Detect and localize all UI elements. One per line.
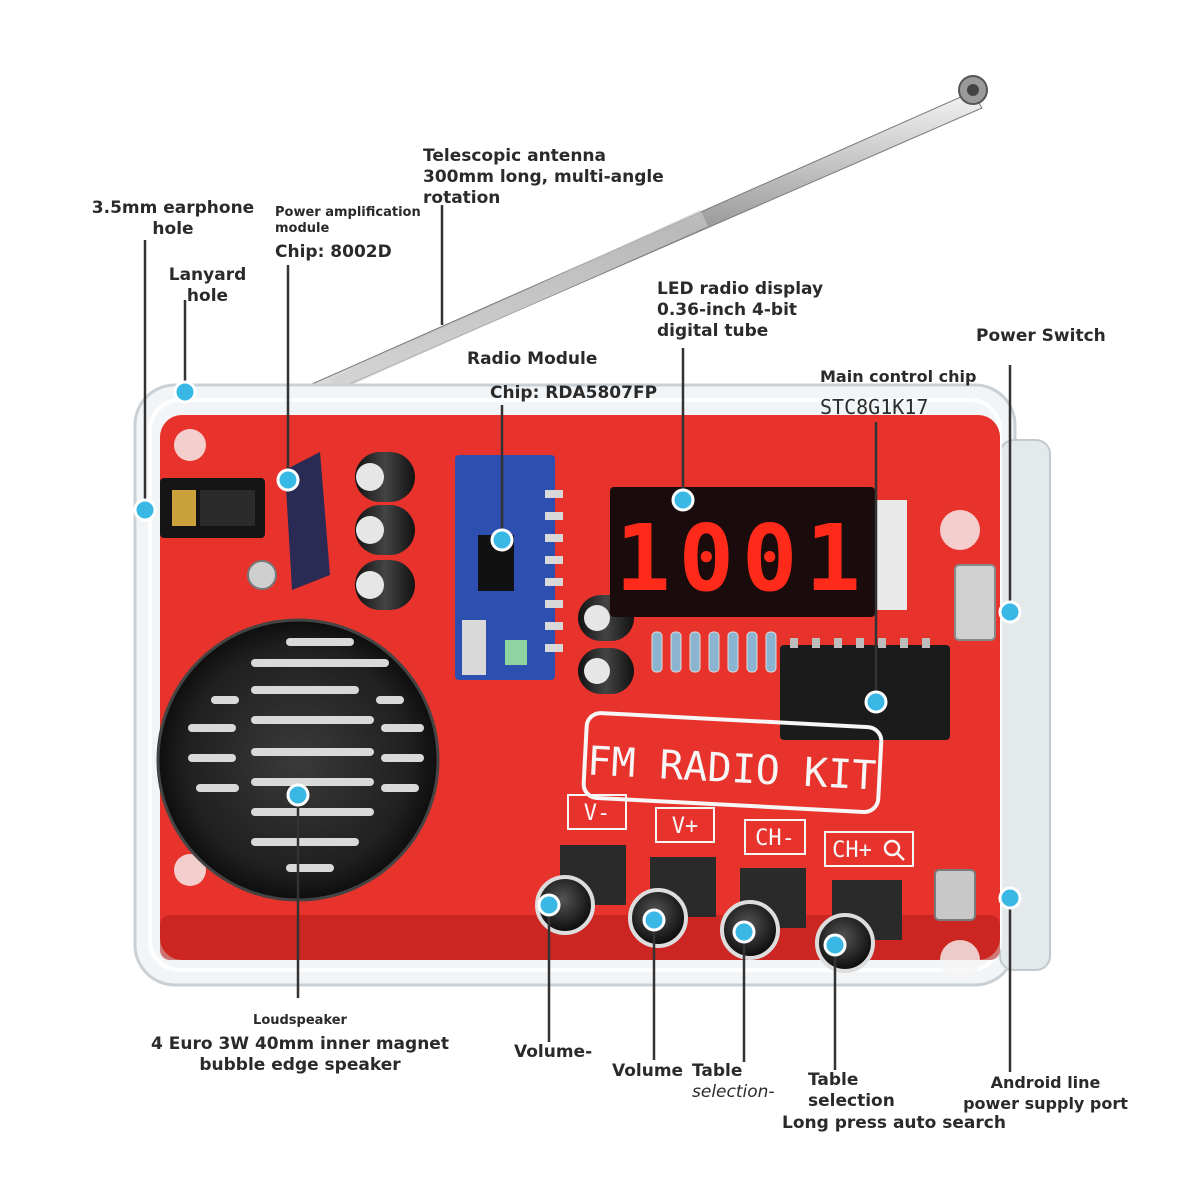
button-labels: V- V+ CH- CH+ [567, 794, 914, 867]
btn-label-vminus: V- [584, 801, 611, 826]
led-display: 1001 [610, 487, 907, 617]
radio-module [455, 455, 563, 680]
capacitors [355, 452, 634, 694]
callout-dots [133, 380, 1022, 957]
label-table-selection-minus: Table selection- [692, 1061, 775, 1102]
label-long-press: Long press auto search [782, 1113, 1006, 1133]
label-loudspeaker-title: Loudspeaker [253, 1013, 347, 1028]
label-power-switch: Power Switch [976, 326, 1106, 346]
label-amp-chip: Chip: 8002D [275, 242, 392, 262]
led-digits: 1001 [615, 505, 869, 612]
btn-label-chminus: CH- [755, 826, 795, 851]
leader-lines [143, 205, 1012, 1072]
button-volume-down[interactable] [535, 875, 595, 935]
label-radio-module: Radio Module [467, 349, 598, 369]
label-volume: Volume [612, 1061, 684, 1081]
resistors [651, 631, 777, 673]
label-radio-chip: Chip: RDA5807FP [490, 383, 658, 403]
micro-usb-port[interactable] [934, 869, 976, 921]
btn-label-chplus: CH+ [832, 838, 872, 863]
label-main-chip-title: Main control chip [820, 367, 977, 386]
power-switch[interactable] [954, 564, 996, 641]
telescopic-antenna[interactable] [311, 75, 988, 397]
label-main-chip: STC8G1K17 [820, 395, 929, 419]
earphone-jack[interactable] [160, 478, 265, 538]
magnifier-icon [883, 839, 905, 861]
label-volume-minus: Volume- [514, 1042, 593, 1062]
btn-label-vplus: V+ [672, 814, 699, 839]
main-control-chip [780, 638, 950, 740]
